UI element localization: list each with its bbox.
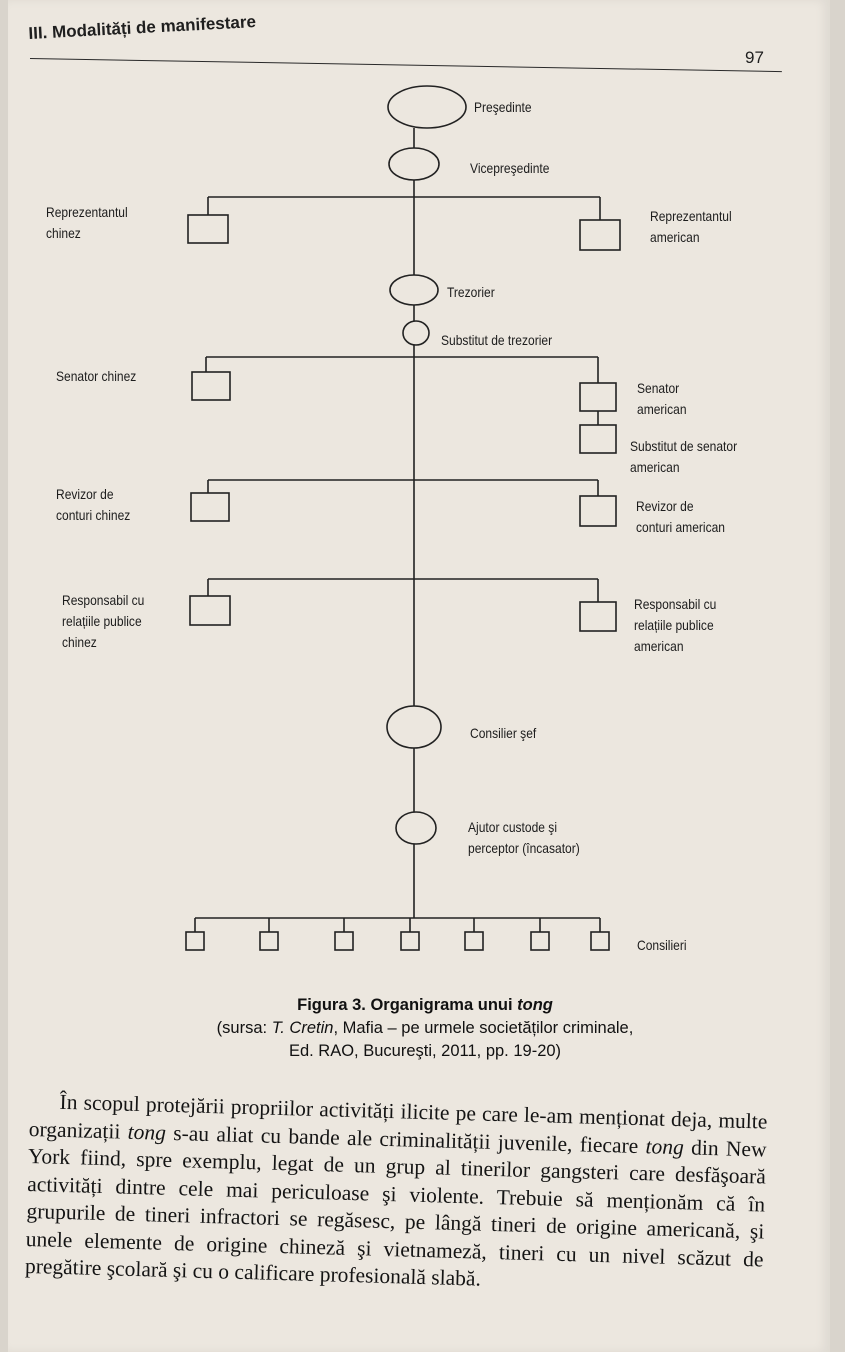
counselor-box-7: [590, 931, 610, 951]
vice-president-oval: [388, 147, 440, 181]
counselor-box-2: [259, 931, 279, 951]
deputy-senator-american-box: [579, 424, 617, 454]
senator-american-box: [579, 382, 617, 412]
pr-american-box: [579, 601, 617, 632]
senator-chinese-box: [191, 371, 231, 401]
figure-caption-publisher: Ed. RAO, Bucureşti, 2011, pp. 19-20): [288, 1042, 562, 1060]
org-chart: [185, 85, 621, 951]
counselor-box-4: [400, 931, 420, 951]
rep-chinese-box: [187, 214, 229, 244]
president-label: Preşedinte: [474, 99, 532, 115]
counselor-box-5: [464, 931, 484, 951]
vice-president-label: Vicepreşedinte: [470, 160, 550, 176]
counselor-box-6: [530, 931, 550, 951]
page-number: 97: [745, 48, 764, 67]
pr-chinese-box: [189, 595, 231, 626]
treasurer-oval: [389, 274, 439, 306]
president-oval: [387, 85, 467, 129]
counselors-label: Consilieri: [637, 937, 687, 953]
deputy-treasurer-label: Substitut de trezorier: [441, 332, 553, 348]
counselor-box-3: [334, 931, 354, 951]
figure-caption-title: Figura 3. Organigrama unui tong: [297, 996, 553, 1014]
auditor-american-box: [579, 495, 617, 527]
deputy-treasurer-oval: [402, 320, 430, 346]
treasurer-label: Trezorier: [447, 284, 495, 300]
body-paragraph: În scopul protejării propriilor activită…: [24, 1089, 768, 1291]
rep-american-box: [579, 219, 621, 251]
auditor-chinese-box: [190, 492, 230, 522]
figure-caption-source: (sursa: T. Cretin, Mafia – pe urmele soc…: [216, 1019, 634, 1037]
custodian-oval: [395, 811, 437, 845]
book-page: [8, 0, 830, 1352]
counselor-box-1: [185, 931, 205, 951]
senator-chinese-label: Senator chinez: [56, 368, 137, 384]
chief-counsel-label: Consilier şef: [470, 725, 537, 741]
chief-counsel-oval: [386, 705, 442, 749]
